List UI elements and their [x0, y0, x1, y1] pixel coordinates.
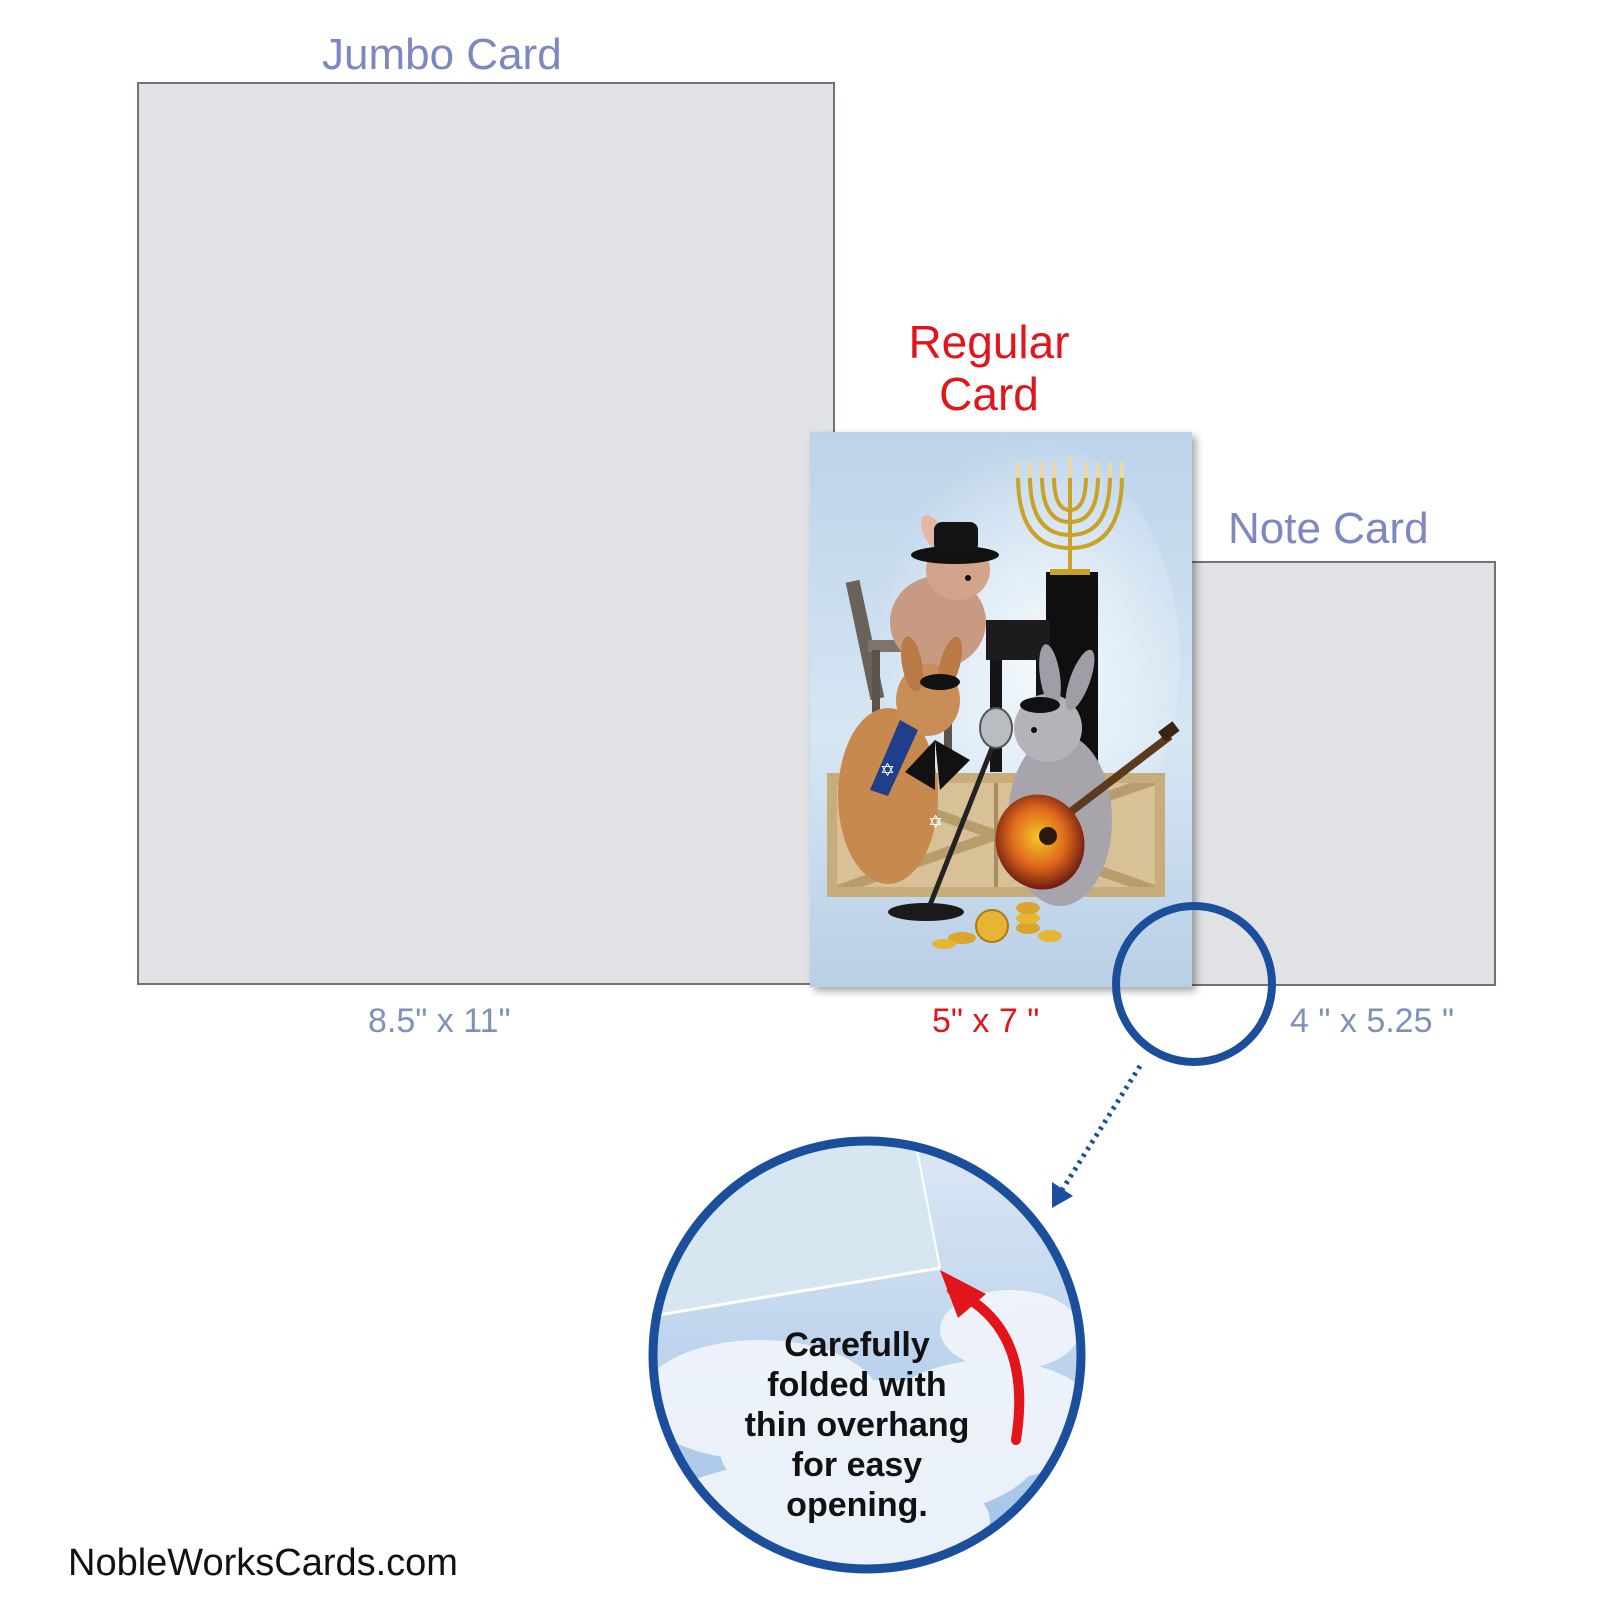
callout-line-2: folded with — [767, 1366, 946, 1404]
callout-text: Carefully folded with thin overhang for … — [745, 1326, 970, 1524]
svg-text:✡: ✡ — [880, 760, 895, 781]
regular-card-label: Regular Card — [878, 316, 1100, 420]
regular-card-label-line1: Regular — [908, 316, 1070, 368]
magnifier-circle — [1112, 902, 1276, 1066]
zoom-circle-border — [648, 1136, 1086, 1574]
overhang-arrowhead-icon — [940, 1270, 986, 1318]
connector-arrowhead-icon — [1052, 1182, 1073, 1208]
regular-card-illustration: ✡ ✡ — [810, 430, 1192, 987]
menorah-candles — [1016, 456, 1124, 478]
overhang-edge — [653, 1266, 941, 1320]
zoom-callout: Carefully folded with thin overhang for … — [648, 1136, 1086, 1574]
dotted-connector — [1059, 1064, 1143, 1192]
guitar-icon — [995, 721, 1180, 890]
callout-line-5: opening. — [786, 1486, 928, 1524]
svg-text:✡: ✡ — [928, 812, 943, 833]
callout-line-1: Carefully — [784, 1326, 930, 1364]
jumbo-card-outline — [137, 82, 835, 985]
regular-card-label-line2: Card — [939, 368, 1039, 420]
note-card-size: 4 " x 5.25 " — [1290, 1002, 1455, 1040]
jumbo-card-label: Jumbo Card — [322, 30, 562, 79]
fold-edge — [914, 1141, 941, 1269]
gelt-coins — [932, 902, 1062, 949]
microphone-icon — [888, 707, 1013, 921]
rabbit-singer: ✡ ✡ — [838, 636, 970, 884]
note-card-label: Note Card — [1228, 504, 1429, 553]
callout-line-3: thin overhang — [745, 1406, 970, 1444]
regular-card-size: 5" x 7 " — [932, 1002, 1040, 1040]
jumbo-card-size: 8.5" x 11" — [368, 1002, 511, 1040]
menorah-icon — [1016, 475, 1124, 575]
site-watermark: NobleWorksCards.com — [68, 1542, 458, 1584]
callout-line-4: for easy — [792, 1446, 922, 1484]
rabbit-pianist — [890, 515, 999, 668]
